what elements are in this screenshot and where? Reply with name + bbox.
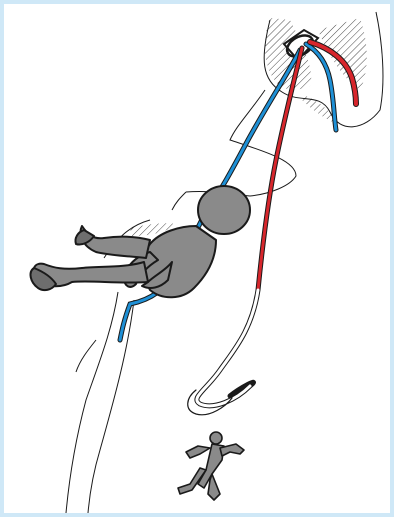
partner-figure-icon (178, 432, 244, 500)
rappel-illustration (4, 4, 390, 513)
climber-figure-icon (31, 186, 250, 297)
rock-face (66, 12, 383, 513)
